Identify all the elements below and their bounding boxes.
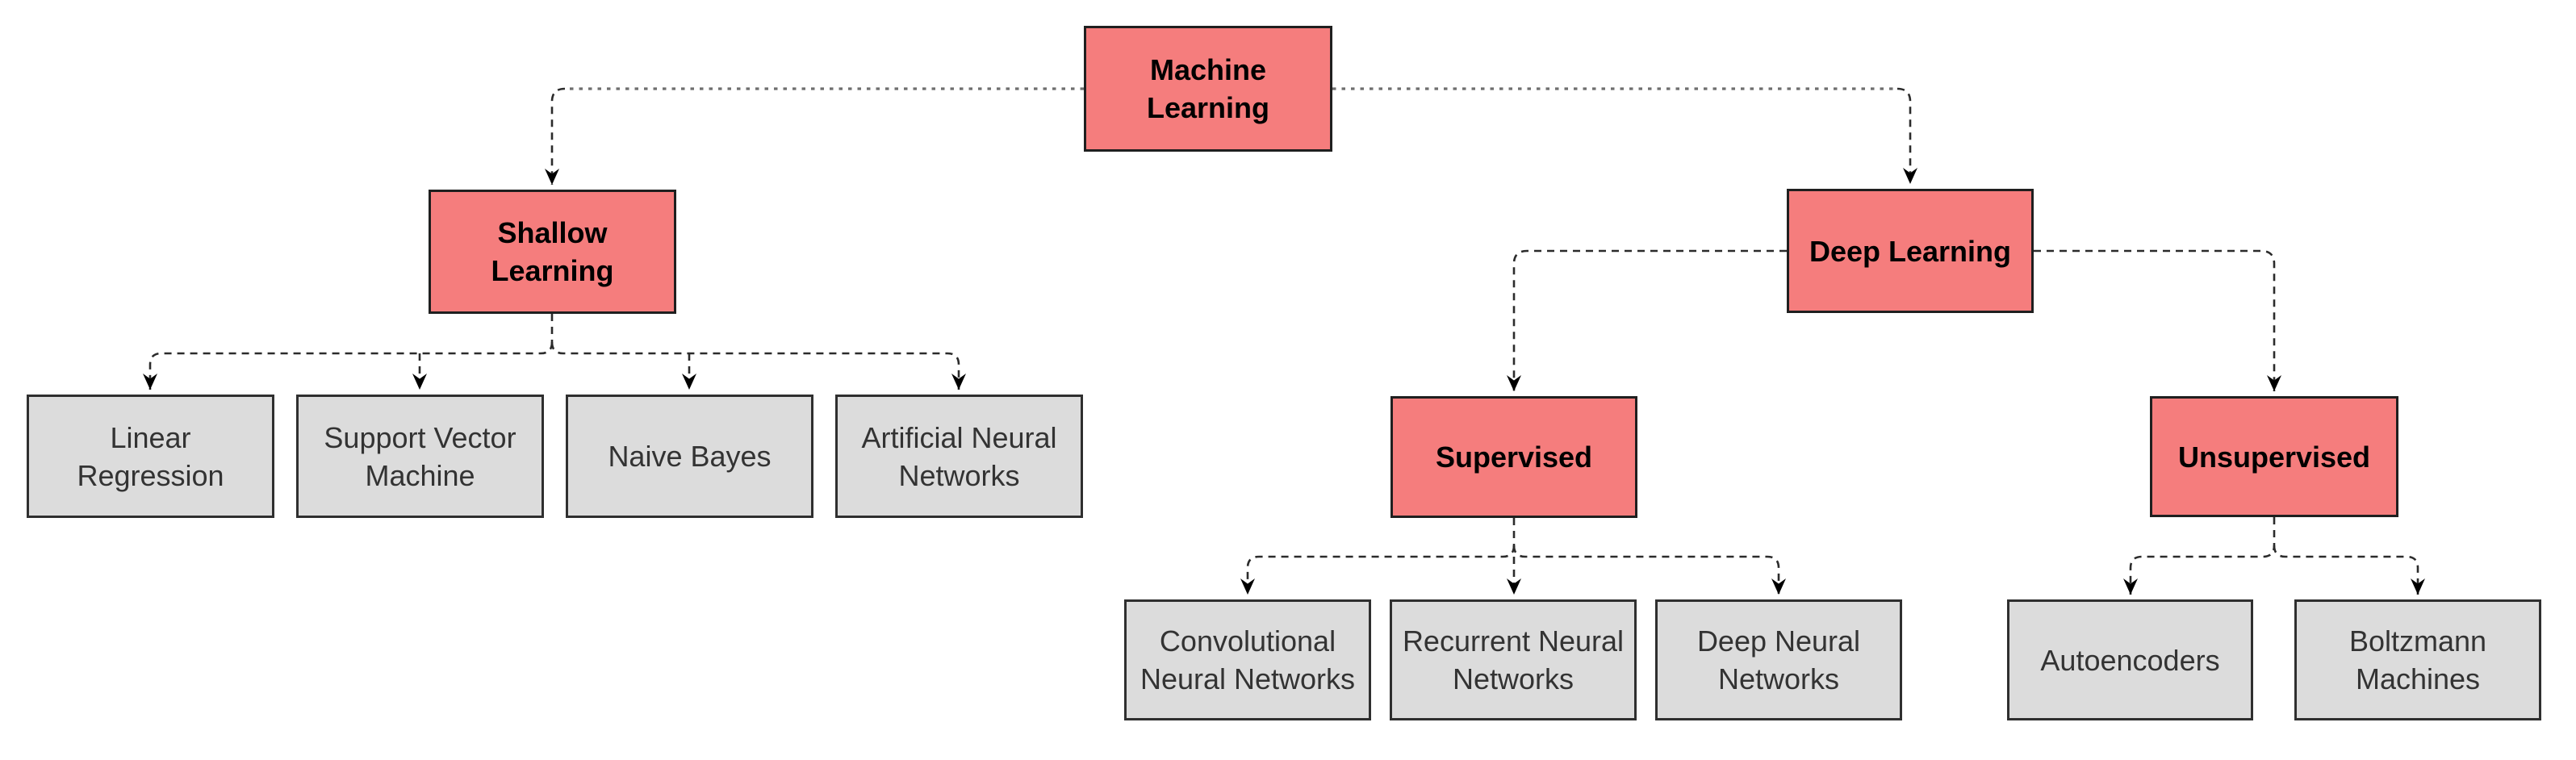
edge-unsupervised-boltzmann: [2273, 545, 2425, 595]
edge-shallow-linear-regression: [143, 341, 554, 390]
node-supervised[interactable]: Supervised: [1390, 396, 1637, 518]
edge-shallow-artificial-neural-networks: [550, 341, 966, 390]
edge-supervised-convolutional: [1240, 545, 1516, 595]
node-deep-neural-networks[interactable]: Deep Neural Networks: [1655, 599, 1902, 720]
edge-unsupervised-autoencoders: [2123, 517, 2276, 595]
node-deep-learning[interactable]: Deep Learning: [1787, 189, 2034, 313]
node-machine-learning-label: Machine Learning: [1146, 53, 1269, 124]
node-naive-bayes-label: Naive Bayes: [608, 440, 772, 473]
node-machine-learning[interactable]: Machine Learning: [1084, 26, 1332, 152]
node-shallow-learning-label: Shallow Learning: [491, 216, 614, 287]
node-support-vector-machine[interactable]: Support Vector Machine: [296, 395, 544, 518]
node-convolutional-neural-networks-label: Convolutional Neural Networks: [1140, 624, 1356, 695]
edge-ml-deep: [1896, 87, 1917, 184]
node-naive-bayes[interactable]: Naive Bayes: [566, 395, 813, 518]
node-boltzmann-machines-label: Boltzmann Machines: [2348, 624, 2487, 695]
node-recurrent-neural-networks[interactable]: Recurrent Neural Networks: [1390, 599, 1637, 720]
node-artificial-neural-networks[interactable]: Artificial Neural Networks: [835, 395, 1083, 518]
edge-ml-shallow: [545, 87, 566, 185]
node-deep-neural-networks-label: Deep Neural Networks: [1696, 624, 1861, 695]
node-deep-learning-label: Deep Learning: [1809, 234, 2012, 268]
node-linear-regression[interactable]: Linear Regression: [27, 395, 274, 518]
node-linear-regression-label: Linear Regression: [77, 420, 224, 492]
node-support-vector-machine-label: Support Vector Machine: [324, 420, 516, 492]
node-autoencoders-label: Autoencoders: [2040, 643, 2220, 677]
node-convolutional-neural-networks[interactable]: Convolutional Neural Networks: [1124, 599, 1371, 720]
edge-deep-supervised: [1507, 249, 1787, 391]
node-unsupervised-label: Unsupervised: [2177, 440, 2371, 474]
node-artificial-neural-networks-label: Artificial Neural Networks: [861, 420, 1057, 492]
edge-deep-unsupervised: [2034, 249, 2281, 391]
node-recurrent-neural-networks-label: Recurrent Neural Networks: [1402, 624, 1625, 695]
edge-supervised-deep-neural: [1512, 545, 1786, 595]
node-supervised-label: Supervised: [1435, 441, 1593, 474]
node-boltzmann-machines[interactable]: Boltzmann Machines: [2294, 599, 2541, 720]
node-autoencoders[interactable]: Autoencoders: [2007, 599, 2253, 720]
node-unsupervised[interactable]: Unsupervised: [2150, 396, 2398, 517]
node-shallow-learning[interactable]: Shallow Learning: [429, 190, 676, 314]
